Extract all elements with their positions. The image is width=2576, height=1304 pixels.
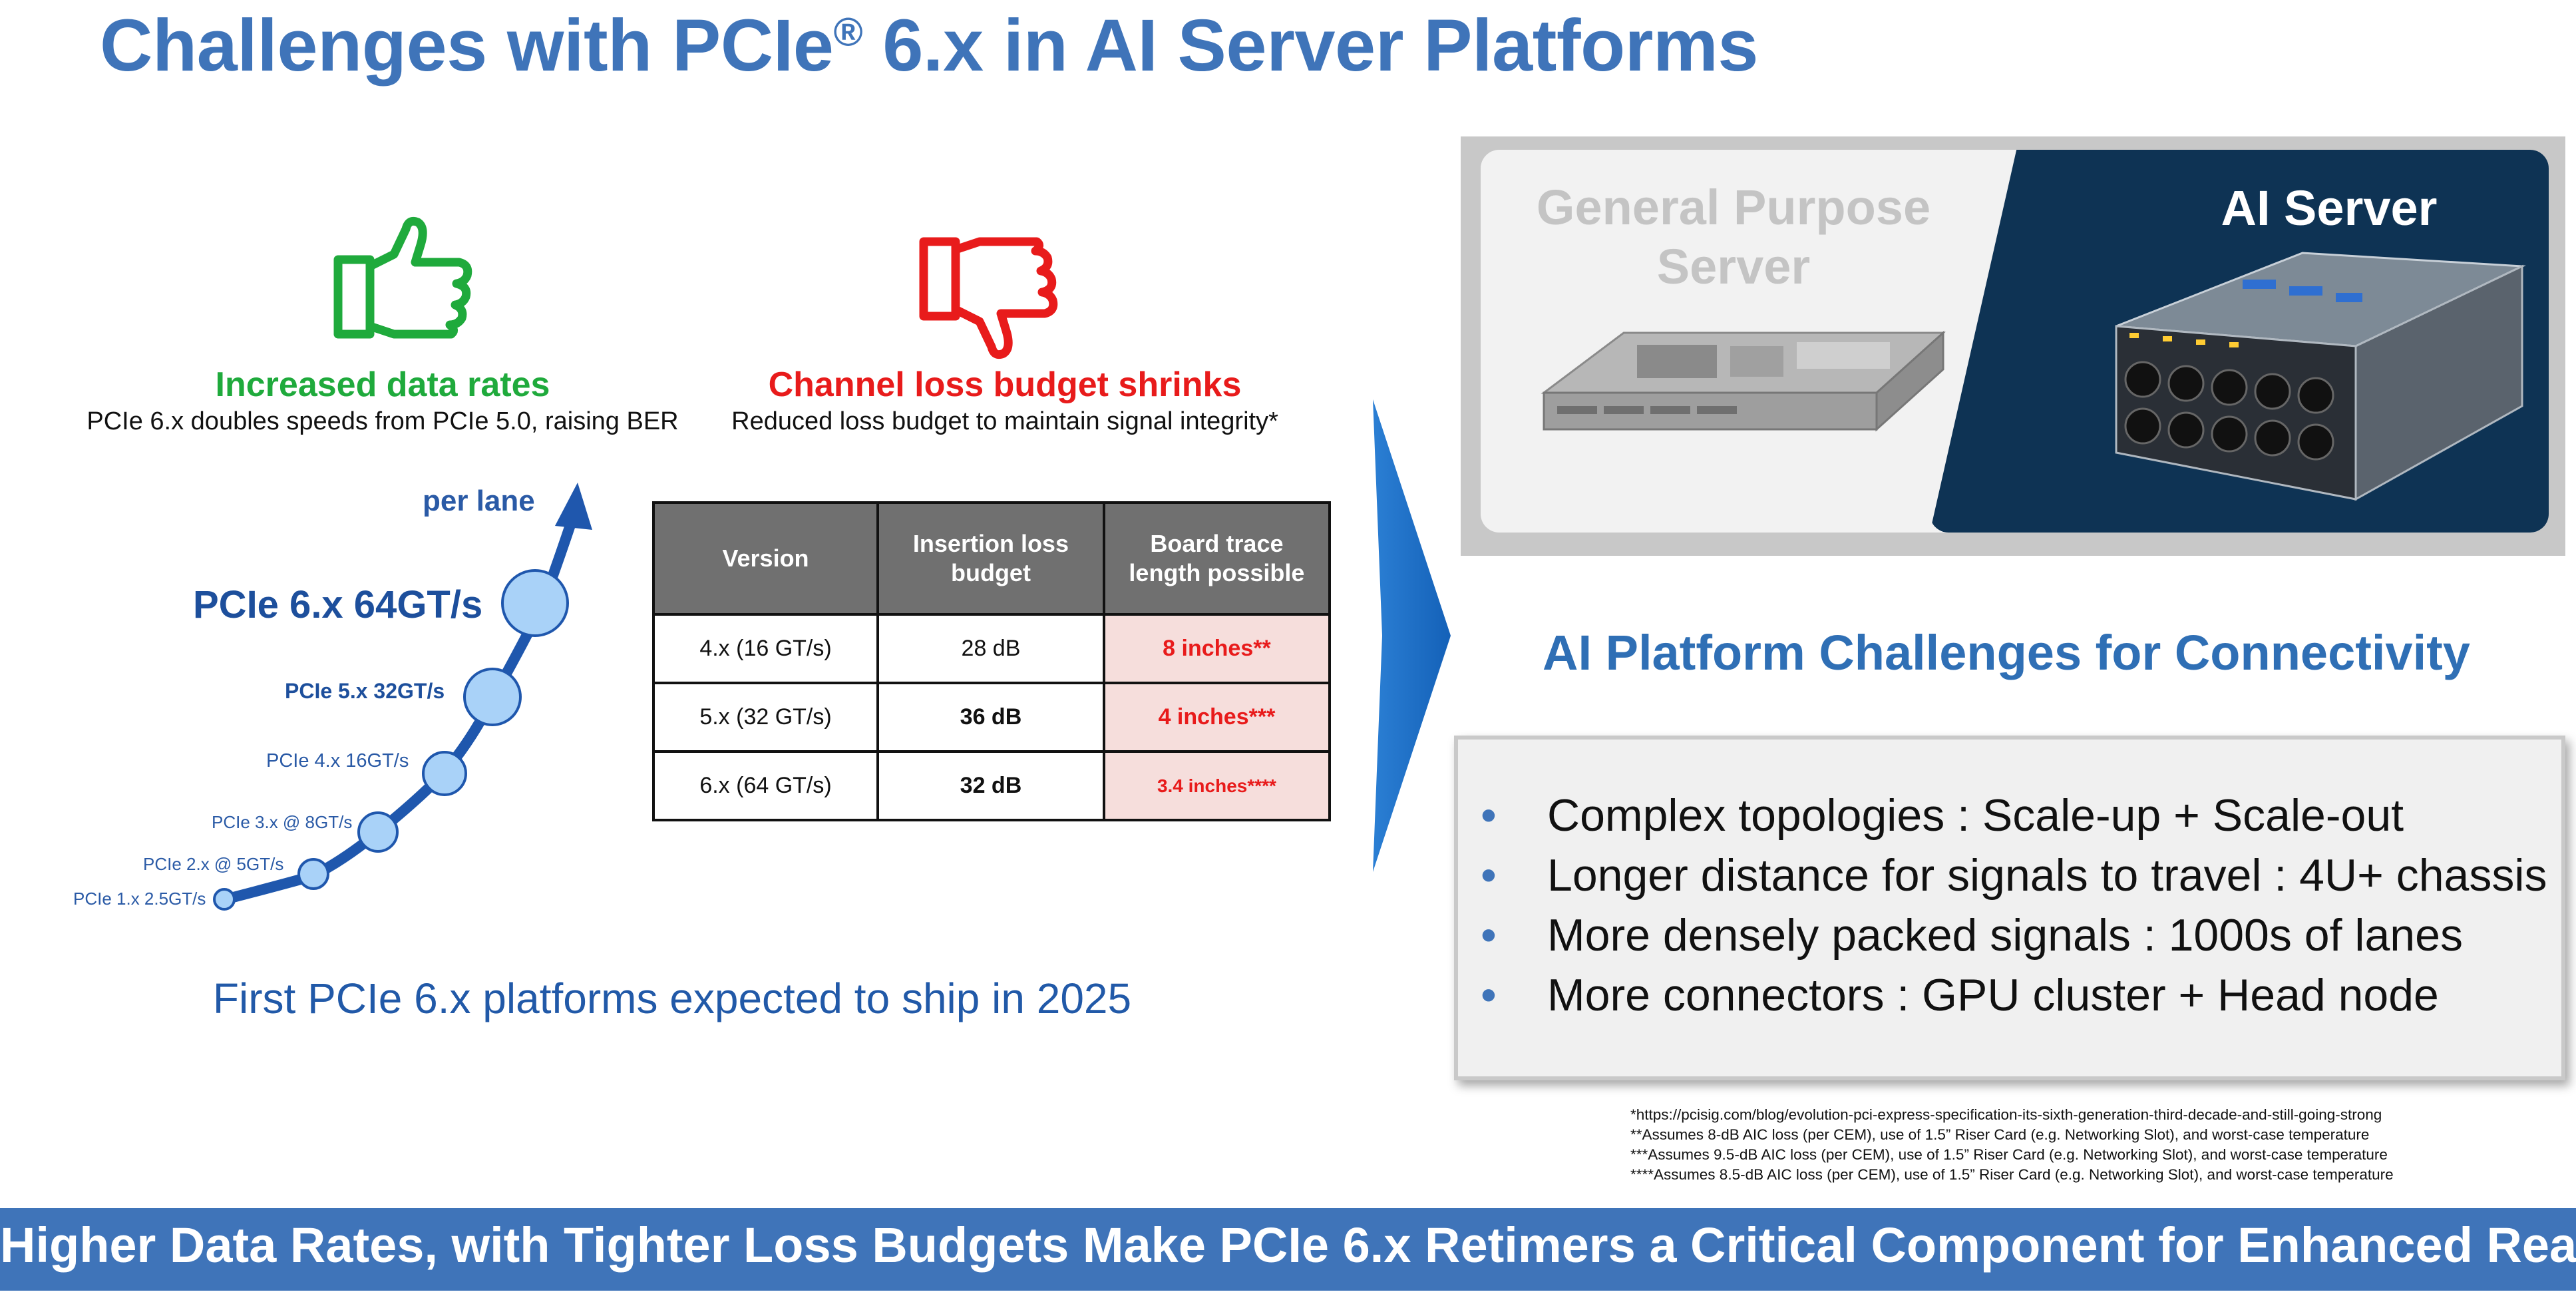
footnote: **Assumes 8-dB AIC loss (per CEM), use o… [1630,1126,2370,1143]
challenges-list: •Complex topologies : Scale-up + Scale-o… [1474,785,2547,1025]
cell-version: 6.x (64 GT/s) [651,750,880,821]
cell-loss: 36 dB [876,682,1105,753]
general-server-title: General Purpose Server [1536,180,1931,294]
list-item: •More connectors : GPU cluster + Head no… [1474,965,2547,1025]
cell-length: 8 inches** [1102,613,1332,684]
cell-loss: 32 dB [876,750,1105,821]
col-trace-length: Board trace length possible [1102,501,1332,616]
cell-version: 4.x (16 GT/s) [651,613,880,684]
gen2-node [297,858,329,890]
per-lane-label: per lane [423,485,535,517]
challenges-box [1454,736,2565,1080]
pros-title: Increased data rates [215,365,550,404]
ai-server-image [2115,252,2526,501]
gen6-label: PCIe 6.x 64GT/s [193,583,483,626]
gen5-node [463,668,522,726]
connectivity-title: AI Platform Challenges for Connectivity [1543,625,2470,680]
footnotes: *https://pcisig.com/blog/evolution-pci-e… [1630,1105,2394,1185]
ai-server-title: AI Server [2221,180,2438,236]
general-server-image [1541,330,1946,432]
table-row: 5.x (32 GT/s) 36 dB 4 inches*** [651,682,1332,753]
page-title: Challenges with PCIe® 6.x in AI Server P… [100,5,1758,87]
right-arrow-icon [1373,399,1451,872]
thumbs-down-icon [919,237,1058,359]
footnote: ****Assumes 8.5-dB AIC loss (per CEM), u… [1630,1166,2394,1183]
list-item: •More densely packed signals : 1000s of … [1474,905,2547,965]
cons-subtitle: Reduced loss budget to maintain signal i… [731,407,1278,435]
gen1-label: PCIe 1.x 2.5GT/s [73,889,206,909]
pros-subtitle: PCIe 6.x doubles speeds from PCIe 5.0, r… [87,407,679,435]
gen6-node [501,569,569,637]
gen2-label: PCIe 2.x @ 5GT/s [143,854,284,874]
bullet-icon: • [1481,790,1497,841]
footnote: ***Assumes 9.5-dB AIC loss (per CEM), us… [1630,1146,2388,1163]
gen5-label: PCIe 5.x 32GT/s [285,679,445,703]
ship-date-note: First PCIe 6.x platforms expected to shi… [212,975,1132,1022]
bullet-icon: • [1481,970,1497,1020]
list-item: •Complex topologies : Scale-up + Scale-o… [1474,785,2547,845]
table-header-row: Version Insertion loss budget Board trac… [651,501,1332,616]
table-row: 4.x (16 GT/s) 28 dB 8 inches** [651,613,1332,684]
loss-budget-table: Version Insertion loss budget Board trac… [651,501,1332,821]
cons-title: Channel loss budget shrinks [768,365,1242,404]
cell-length: 4 inches*** [1102,682,1332,753]
list-item: •Longer distance for signals to travel :… [1474,845,2547,905]
gen3-label: PCIe 3.x @ 8GT/s [212,812,353,832]
col-version: Version [651,501,880,616]
gen3-node [357,811,399,853]
cell-loss: 28 dB [876,613,1105,684]
gen4-node [422,751,467,796]
banner-text: Higher Data Rates, with Tighter Loss Bud… [0,1217,2576,1273]
gen1-node [213,888,236,911]
speed-growth-curve [213,483,592,911]
gen4-label: PCIe 4.x 16GT/s [266,750,409,771]
bullet-icon: • [1481,850,1497,901]
cell-length: 3.4 inches**** [1102,750,1332,821]
footnote: *https://pcisig.com/blog/evolution-pci-e… [1630,1106,2382,1123]
cell-version: 5.x (32 GT/s) [651,682,880,753]
thumbs-up-icon [333,216,472,339]
bottom-banner [0,1208,2576,1291]
bullet-icon: • [1481,910,1497,961]
col-insertion-loss: Insertion loss budget [876,501,1105,616]
table-row: 6.x (64 GT/s) 32 dB 3.4 inches**** [651,750,1332,821]
